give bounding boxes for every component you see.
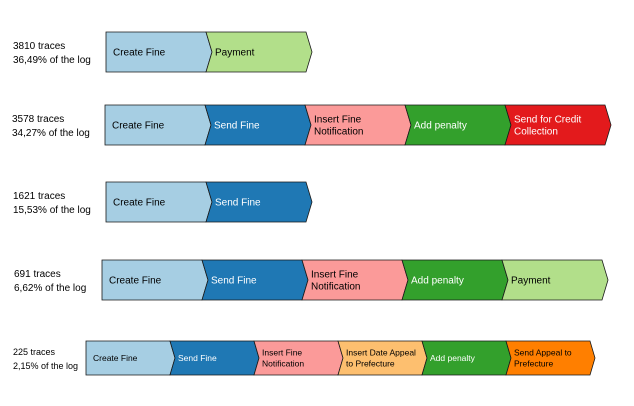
step-label: Send Appeal to <box>514 347 572 357</box>
step-label: Send for Credit <box>514 115 581 126</box>
variant-row: 3810 traces 36,49% of the log Create Fine P… <box>13 31 313 73</box>
step-label: Payment <box>511 276 551 287</box>
step-label: Insert Fine <box>311 270 359 281</box>
step-chevron-send-appeal <box>505 340 596 376</box>
step-label: Create Fine <box>113 198 166 209</box>
step-label: Send Fine <box>211 276 257 287</box>
step-label: Notification <box>262 358 304 368</box>
log-share: 2,15% of the log <box>13 361 78 371</box>
step-label: Notification <box>311 282 360 293</box>
step-label: Collection <box>514 127 558 138</box>
step-label: Create Fine <box>93 353 138 363</box>
step-label: Create Fine <box>112 121 165 132</box>
step-chevron-send-fine <box>205 181 313 223</box>
step-label: Payment <box>215 48 255 59</box>
log-share: 6,62% of the log <box>14 283 86 294</box>
variant-row: 691 traces 6,62% of the log Create Fine Sen… <box>14 259 609 301</box>
trace-count: 691 traces <box>14 269 61 280</box>
log-share: 36,49% of the log <box>13 55 91 66</box>
step-label: Insert Date Appeal <box>346 347 416 357</box>
variant-row: 3578 traces 34,27% of the log Create Fine S… <box>12 104 612 146</box>
log-share: 34,27% of the log <box>12 128 90 139</box>
step-chevron-payment <box>205 31 313 73</box>
step-chevron-send-credit-collection <box>504 104 612 146</box>
step-label: Send Fine <box>178 353 217 363</box>
step-label: to Prefecture <box>346 358 395 368</box>
step-label: Insert Fine <box>262 347 302 357</box>
trace-count: 1621 traces <box>13 191 65 202</box>
variant-row: 225 traces 2,15% of the log Create Fine Sen… <box>13 340 596 376</box>
variant-row: 1621 traces 15,53% of the log Create Fine S… <box>13 181 313 223</box>
step-chevron-payment <box>501 259 609 301</box>
step-label: Add penalty <box>411 276 464 287</box>
trace-count: 225 traces <box>13 347 56 357</box>
step-label: Add penalty <box>430 353 476 363</box>
log-share: 15,53% of the log <box>13 205 91 216</box>
trace-count: 3578 traces <box>12 114 64 125</box>
step-label: Prefecture <box>514 358 553 368</box>
step-label: Insert Fine <box>314 115 362 126</box>
step-label: Create Fine <box>113 48 166 59</box>
step-label: Notification <box>314 127 363 138</box>
trace-count: 3810 traces <box>13 41 65 52</box>
step-label: Send Fine <box>215 198 261 209</box>
step-label: Create Fine <box>109 276 162 287</box>
step-label: Add penalty <box>414 121 467 132</box>
step-label: Send Fine <box>214 121 260 132</box>
